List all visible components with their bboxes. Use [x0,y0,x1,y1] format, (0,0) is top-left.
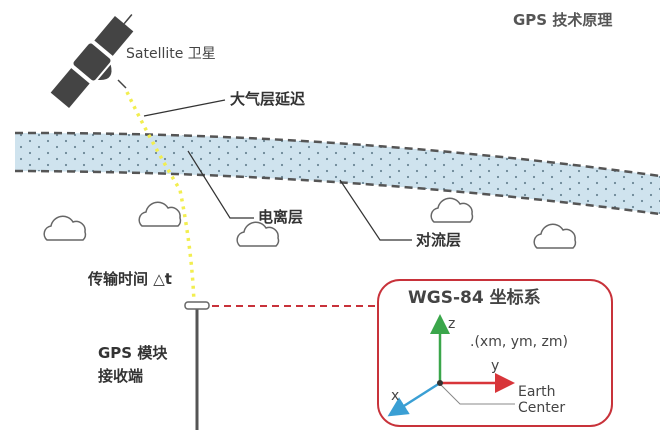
receiver-label-line2: 接收端 [98,367,143,385]
page-title: GPS 技术原理 [513,11,612,29]
x-axis-label: x [391,388,399,404]
earth-center-label-line1: Earth [518,384,556,400]
z-axis-label: z [448,316,455,332]
satellite-label: Satellite 卫星 [126,46,216,62]
cloud-icon [43,215,87,241]
earth-center-label-line2: Center [518,400,565,416]
x-axis [387,381,441,417]
ionosphere-label: 电离层 [258,208,303,226]
cloud-icon [430,197,474,223]
cloud-icon [236,221,280,247]
cloud-icons [43,197,577,249]
signal-path [125,91,196,304]
receiver-antenna-icon [184,301,210,430]
transmission-time-label: 传输时间 △t [87,270,172,288]
y-axis-label: y [491,358,499,374]
point-coordinates: .(xm, ym, zm) [470,334,568,350]
cloud-icon [533,223,577,249]
troposphere-label: 对流层 [416,231,461,249]
ionosphere-band [14,131,661,216]
cloud-icon [138,201,182,227]
wgs84-panel: WGS-84 坐标系 z .(xm, ym, zm) y x Earth Cen… [377,279,613,427]
satellite-icon [50,14,134,109]
wgs84-title: WGS-84 坐标系 [408,287,541,308]
atmosphere-delay-label: 大气层延迟 [230,90,305,108]
receiver-label-line1: GPS 模块 [98,344,168,362]
